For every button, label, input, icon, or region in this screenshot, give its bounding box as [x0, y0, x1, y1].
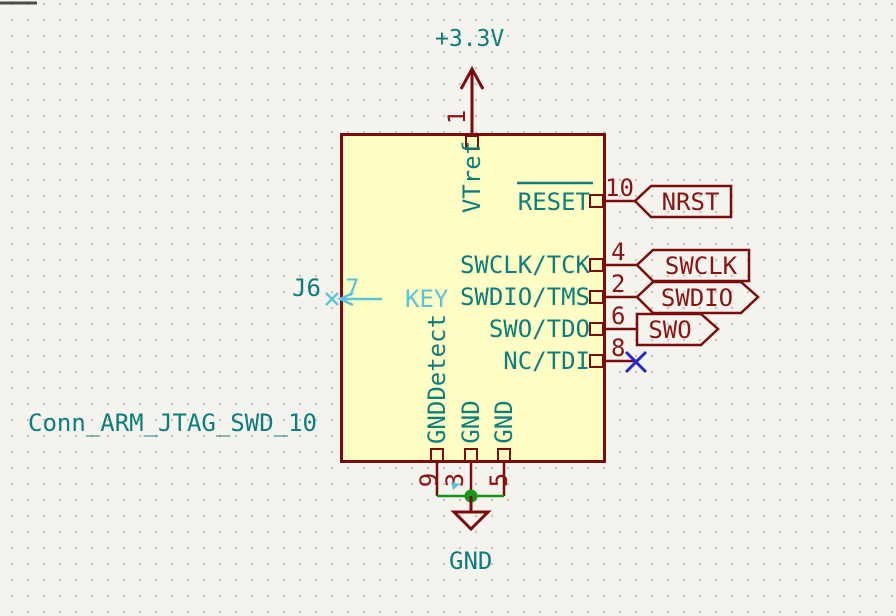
- power-flag-gnd[interactable]: [450, 496, 492, 532]
- pin-7-x-icon: [325, 292, 339, 306]
- pin-6-number: 6: [611, 302, 626, 330]
- pin-7-name: KEY: [405, 285, 449, 313]
- component-value[interactable]: Conn_ARM_JTAG_SWD_10: [28, 409, 317, 437]
- global-label-nrst-shape[interactable]: [633, 184, 733, 219]
- pin-4-name: SWCLK/TCK: [459, 251, 590, 279]
- component-body[interactable]: [340, 133, 606, 463]
- pin-6-name: SWO/TDO: [488, 315, 590, 343]
- no-connect-x-icon: [624, 350, 648, 374]
- right-pin-stubs: [605, 199, 637, 363]
- pin-pad: [589, 194, 604, 208]
- global-label-swdio-text[interactable]: SWDIO: [660, 283, 734, 312]
- pin-7-arrow-icon: [337, 291, 354, 307]
- pin-7-key[interactable]: [325, 291, 382, 307]
- pin-2-name: SWDIO/TMS: [459, 283, 590, 311]
- pin-5-name: GND: [490, 400, 518, 444]
- no-connect-flag[interactable]: [624, 350, 648, 374]
- pin-1-name: VTref: [458, 140, 486, 214]
- global-label-swo-text[interactable]: SWO: [648, 315, 692, 344]
- power-net-3v3-text[interactable]: +3.3V: [435, 26, 505, 52]
- pin-8-number: 8: [611, 334, 626, 362]
- pin-pad: [497, 448, 511, 462]
- pin-pad: [464, 448, 478, 462]
- pin-pad: [465, 135, 479, 150]
- pin-7-number: 7: [345, 274, 360, 302]
- global-label-swclk-text[interactable]: SWCLK: [664, 251, 738, 280]
- global-label-swclk-shape[interactable]: [635, 248, 751, 283]
- power-net-gnd-text[interactable]: GND: [449, 547, 493, 575]
- pin-5-number: 5: [485, 472, 513, 488]
- power-3v3-arrow-icon: [459, 65, 485, 90]
- pin-pad: [430, 448, 444, 462]
- pin-9-name: GNDDetect: [423, 313, 451, 445]
- pin-10-name: RESET: [517, 188, 590, 216]
- pin-2-number: 2: [611, 270, 626, 298]
- power-gnd-triangle-icon: [450, 510, 492, 532]
- pin-4-number: 4: [611, 238, 626, 266]
- pin-8-name: NC/TDI: [503, 347, 590, 375]
- pin-3-number: 3: [441, 472, 469, 488]
- pin-3-name: GND: [457, 400, 485, 444]
- pin-1-number: 1: [443, 109, 471, 125]
- screen-artifact-cursor: [451, 482, 460, 490]
- pin-pad: [589, 322, 604, 336]
- pin-9-number: 9: [415, 472, 443, 488]
- power-flag-3v3[interactable]: [459, 65, 485, 136]
- pin-10-number: 10: [605, 174, 634, 202]
- reference-designator[interactable]: J6: [292, 274, 321, 302]
- global-label-swo-shape[interactable]: [635, 312, 720, 347]
- pin-pad: [589, 354, 604, 368]
- pin-pad: [589, 258, 604, 272]
- global-label-nrst-text[interactable]: NRST: [661, 187, 720, 216]
- pin-pads: [430, 135, 604, 462]
- pin-pad: [589, 290, 604, 304]
